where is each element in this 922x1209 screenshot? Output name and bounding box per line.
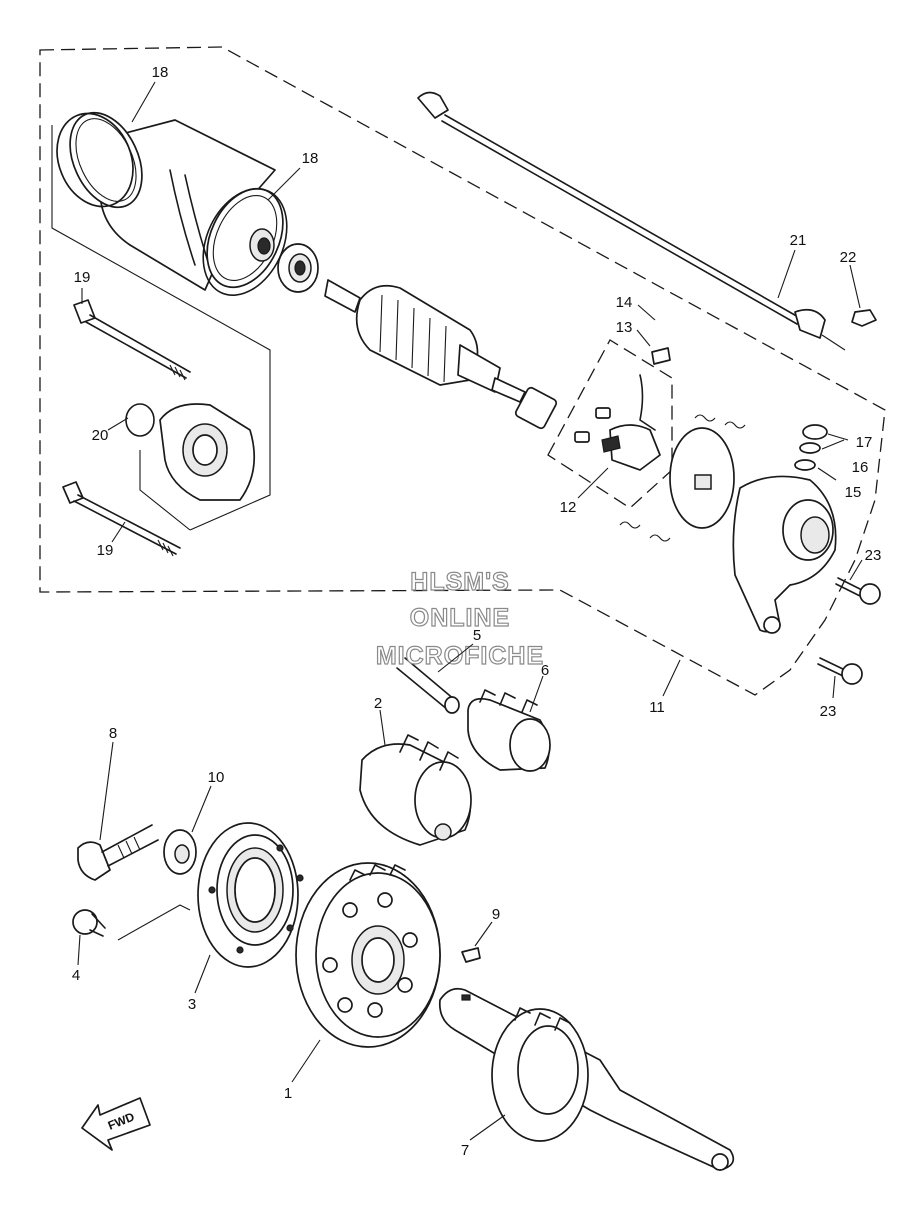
callout-23-b: 23 bbox=[820, 703, 837, 720]
o-ring-18-a bbox=[56, 112, 134, 208]
callout-15: 15 bbox=[845, 484, 862, 501]
fwd-arrow-icon: FWD bbox=[81, 1097, 151, 1151]
callout-23-a: 23 bbox=[865, 547, 882, 564]
motor-yoke bbox=[51, 111, 284, 531]
nut-22 bbox=[851, 309, 877, 327]
starter-wheel-gear-1 bbox=[295, 862, 441, 1048]
bolt-8 bbox=[77, 824, 159, 881]
callout-10: 10 bbox=[208, 769, 225, 786]
screw-4 bbox=[72, 904, 191, 941]
callout-18-a: 18 bbox=[152, 64, 169, 81]
callout-14: 14 bbox=[616, 294, 633, 311]
callout-16: 16 bbox=[852, 459, 869, 476]
callout-3: 3 bbox=[188, 996, 196, 1013]
armature bbox=[324, 279, 558, 430]
callout-7: 7 bbox=[461, 1142, 469, 1159]
through-bolt-19-b bbox=[62, 481, 181, 557]
lead-wire-21 bbox=[417, 91, 846, 351]
leader-lines bbox=[77, 81, 863, 1141]
watermark-line-1: HLSM'S bbox=[410, 568, 509, 596]
watermark-line-3: MICROFICHE bbox=[376, 642, 544, 670]
washer-15 bbox=[794, 459, 816, 471]
bolt-23-b bbox=[817, 657, 863, 685]
washer-10 bbox=[163, 829, 197, 875]
brush-holder bbox=[574, 347, 746, 542]
brush-plate bbox=[669, 427, 735, 529]
assembly-outline bbox=[39, 46, 886, 696]
idle-shaft-5 bbox=[396, 657, 460, 714]
idle-gear-2 bbox=[359, 734, 472, 846]
callout-12: 12 bbox=[560, 499, 577, 516]
callout-22: 22 bbox=[840, 249, 857, 266]
o-ring-20 bbox=[125, 403, 155, 437]
rear-cover bbox=[732, 475, 837, 634]
callout-20: 20 bbox=[92, 427, 109, 444]
callout-4: 4 bbox=[72, 967, 80, 984]
callout-19-b: 19 bbox=[97, 542, 114, 559]
brush-holder-outline bbox=[547, 339, 673, 509]
callout-9: 9 bbox=[492, 906, 500, 923]
callout-1: 1 bbox=[284, 1085, 292, 1102]
callout-21: 21 bbox=[790, 232, 807, 249]
bolt-23-a bbox=[835, 577, 881, 605]
starter-clutch-3 bbox=[197, 822, 304, 968]
washer-16 bbox=[799, 442, 821, 454]
key-9 bbox=[461, 947, 481, 963]
through-bolt-19-a bbox=[73, 299, 191, 381]
callout-5: 5 bbox=[473, 627, 481, 644]
callout-11: 11 bbox=[649, 699, 665, 716]
front-cover bbox=[139, 403, 256, 531]
watermark-line-2: ONLINE bbox=[410, 604, 510, 632]
callout-19-a: 19 bbox=[74, 269, 91, 286]
callout-13: 13 bbox=[616, 319, 633, 336]
callout-18-b: 18 bbox=[302, 150, 319, 167]
callout-8: 8 bbox=[109, 725, 117, 742]
nut-17 bbox=[802, 424, 828, 440]
idle-gear-6 bbox=[467, 689, 551, 772]
callout-2: 2 bbox=[374, 695, 382, 712]
callout-6: 6 bbox=[541, 662, 549, 679]
bearing bbox=[277, 243, 319, 293]
callout-17: 17 bbox=[856, 434, 873, 451]
watermark: HLSM'S ONLINE MICROFICHE bbox=[375, 567, 544, 670]
starter-shaft-gear-7 bbox=[438, 987, 735, 1171]
